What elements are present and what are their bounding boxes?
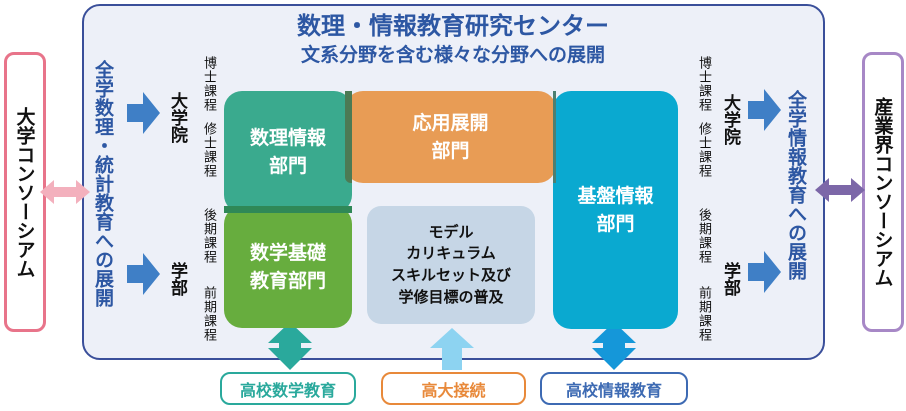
arrow-undergrad-left-icon xyxy=(127,253,160,295)
arrow-grad-left-icon xyxy=(127,92,160,134)
foundation-dept-line1: 基盤情報 xyxy=(577,184,654,207)
math-dept-line1: 数学基礎 xyxy=(249,241,326,264)
left-expansion-label: 全学数理・統計教育への展開 xyxy=(92,60,114,307)
arrow-hs-univ-icon xyxy=(430,328,474,370)
model-line1: モデル xyxy=(428,222,474,241)
right-undergrad-label: 学部 xyxy=(720,262,740,296)
model-line3: スキルセット及び xyxy=(390,266,511,284)
applied-dept-line1: 応用展開 xyxy=(412,111,489,134)
overlap-informatics-math xyxy=(224,206,352,213)
arrow-undergrad-right-icon xyxy=(748,251,781,293)
applied-dept-line2: 部門 xyxy=(431,140,470,162)
hs-univ-label: 高大接続 xyxy=(421,380,486,400)
hs-univ-connection-box: 高大接続 xyxy=(381,372,526,405)
overlap-informatics-applied xyxy=(345,91,352,183)
left-master-course: 修士課程 xyxy=(201,122,216,178)
arrow-hs-info-icon xyxy=(592,322,636,370)
left-early-course: 前期課程 xyxy=(201,286,216,342)
hs-info-label: 高校情報教育 xyxy=(565,380,662,400)
right-doctoral-course: 博士課程 xyxy=(696,56,711,112)
model-line2: カリキュラム xyxy=(406,244,496,263)
industry-consortium-box: 産業界コンソーシアム xyxy=(862,52,904,332)
foundation-info-dept: 基盤情報 部門 xyxy=(553,91,678,329)
foundation-dept-line2: 部門 xyxy=(596,213,635,235)
right-expansion-label: 全学情報教育への展開 xyxy=(785,90,807,280)
overlap-applied-foundation xyxy=(553,91,556,183)
left-undergrad-label: 学部 xyxy=(167,262,187,296)
university-consortium-label: 大学コンソーシアム xyxy=(13,106,36,278)
left-graduate-label: 大学院 xyxy=(167,92,187,143)
right-later-course: 後期課程 xyxy=(696,208,711,264)
industry-consortium-label: 産業界コンソーシアム xyxy=(871,97,894,287)
arrow-grad-right-icon xyxy=(748,89,781,131)
model-line4: 学修目標の普及 xyxy=(398,287,504,306)
arrow-hs-math-icon xyxy=(268,322,312,370)
left-doctoral-course: 博士課程 xyxy=(201,56,216,112)
right-master-course: 修士課程 xyxy=(696,122,711,178)
applied-dept: 応用展開 部門 xyxy=(345,91,556,183)
info-dept-line2: 部門 xyxy=(268,155,307,177)
right-graduate-label: 大学院 xyxy=(720,94,740,145)
math-info-dept: 数理情報 部門 xyxy=(224,91,352,213)
right-early-course: 前期課程 xyxy=(696,286,711,342)
info-dept-line1: 数理情報 xyxy=(249,126,326,149)
left-double-arrow-icon xyxy=(40,180,90,204)
center-subtitle: 文系分野を含む様々な分野への展開 xyxy=(300,44,605,66)
math-dept-line2: 教育部門 xyxy=(249,270,326,292)
center-title: 数理・情報教育研究センター xyxy=(297,12,609,40)
hs-math-label: 高校数学教育 xyxy=(239,380,336,400)
left-later-course: 後期課程 xyxy=(201,208,216,264)
math-foundation-dept: 数学基礎 教育部門 xyxy=(224,206,352,328)
hs-info-education-box: 高校情報教育 xyxy=(540,372,688,405)
right-double-arrow-icon xyxy=(815,178,865,202)
model-curriculum-box: モデル カリキュラム スキルセット及び 学修目標の普及 xyxy=(367,206,535,324)
hs-math-education-box: 高校数学教育 xyxy=(220,372,356,405)
